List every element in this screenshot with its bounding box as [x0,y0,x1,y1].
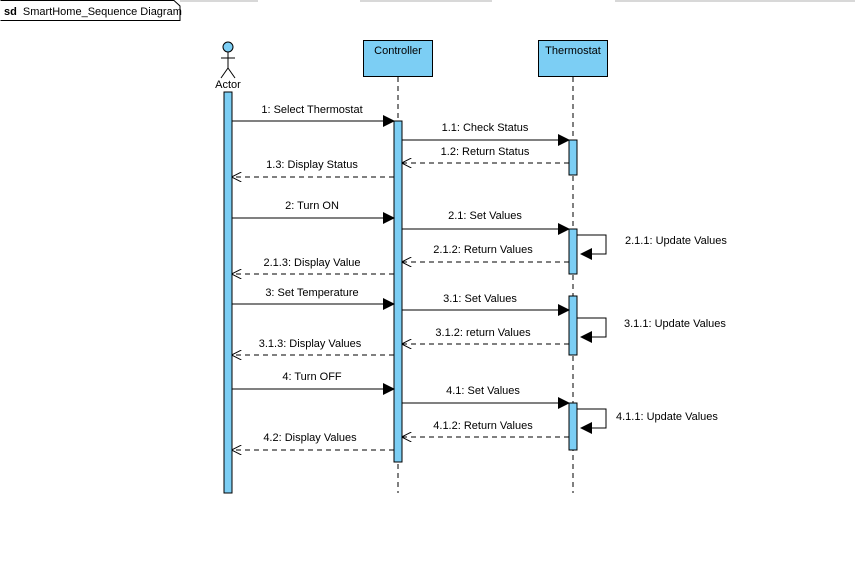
thermostat-activation-1 [568,139,578,176]
actor-right-leg [227,67,236,79]
frame-keyword: sd [4,6,17,18]
frame-tab-outline [0,0,181,21]
message-3-1-2-label: 3.1.2: return Values [435,327,531,339]
controller-label: Controller [374,45,422,57]
message-2-1-3-label: 2.1.3: Display Value [263,257,360,269]
message-2-1-1-label: 2.1.1: Update Values [625,235,727,247]
controller-head-box [363,40,433,77]
message-2-1-label: 2.1: Set Values [448,210,522,222]
message-1-1-label: 1.1: Check Status [442,122,529,134]
frame-title: sd SmartHome_Sequence Diagram [4,6,182,18]
frame-tab: sd SmartHome_Sequence Diagram [0,0,182,21]
controller-activation-bar [393,120,403,463]
frame-name: SmartHome_Sequence Diagram [23,6,182,18]
message-1-2-label: 1.2: Return Status [441,146,530,158]
thermostat-activation-4 [568,402,578,451]
message-4-1-2-label: 4.1.2: Return Values [433,420,533,432]
lifeline-actor: Actor [215,41,241,494]
message-4-label: 4: Turn OFF [282,371,342,383]
message-3-1-1-label: 3.1.1: Update Values [624,318,726,330]
message-1-3-label: 1.3: Display Status [266,159,358,171]
actor-activation-bar [223,91,233,494]
message-2-1-1-arrow [577,234,607,260]
message-4-2-label: 4.2: Display Values [263,432,357,444]
thermostat-head-box [538,40,608,77]
messages: 1: Select Thermostat 1.1: Check Status 1… [232,104,727,450]
lifeline-controller: Controller [363,40,433,493]
actor-head [222,41,234,53]
message-3-1-1-arrow [577,317,607,343]
message-2-1-2-label: 2.1.2: Return Values [433,244,533,256]
thermostat-label: Thermostat [545,45,601,57]
thermostat-activation-2 [568,228,578,275]
message-4-1-label: 4.1: Set Values [446,385,520,397]
window-tab-strip-2 [360,0,492,2]
window-tab-strip-1 [180,0,258,2]
message-2-label: 2: Turn ON [285,200,339,212]
message-4-1-1-arrow [577,408,607,434]
message-4-1-1-label: 4.1.1: Update Values [616,411,718,423]
message-3-1-3-label: 3.1.3: Display Values [259,338,362,350]
window-tab-strip-3 [615,0,855,2]
message-3-1-label: 3.1: Set Values [443,293,517,305]
thermostat-activation-3 [568,295,578,356]
actor-left-leg [220,67,229,79]
lifeline-thermostat: Thermostat [538,40,608,493]
message-3-label: 3: Set Temperature [265,287,358,299]
actor-label: Actor [215,79,241,91]
message-1-label: 1: Select Thermostat [261,104,362,116]
